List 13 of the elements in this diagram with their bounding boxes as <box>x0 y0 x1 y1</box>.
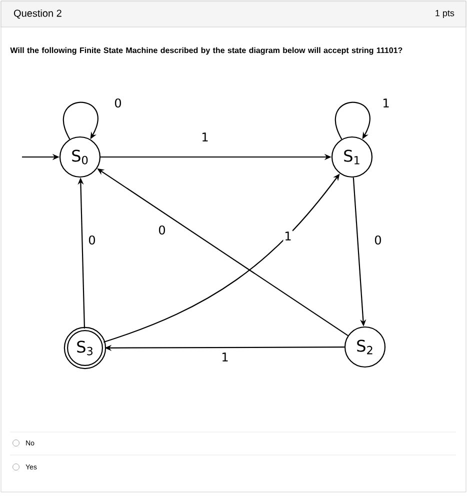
edge-label: 0 <box>157 224 167 236</box>
edge-label: 0 <box>113 97 123 109</box>
edge-label: 1 <box>381 98 391 108</box>
edge-label: 1 <box>220 352 230 362</box>
edge-label: 1 <box>283 230 293 242</box>
edge-label: 0 <box>373 234 383 246</box>
points-label: 1 pts <box>436 10 454 18</box>
edge-label: 1 <box>200 132 210 142</box>
question-text: Will the following Finite State Machine described by the state diagram below will accept string 11101? <box>10 47 402 55</box>
self-loop-arrow <box>63 102 98 140</box>
question-title: Question 2 <box>14 9 62 19</box>
self-loop-arrow <box>335 102 370 140</box>
edge-label: 0 <box>87 234 97 246</box>
